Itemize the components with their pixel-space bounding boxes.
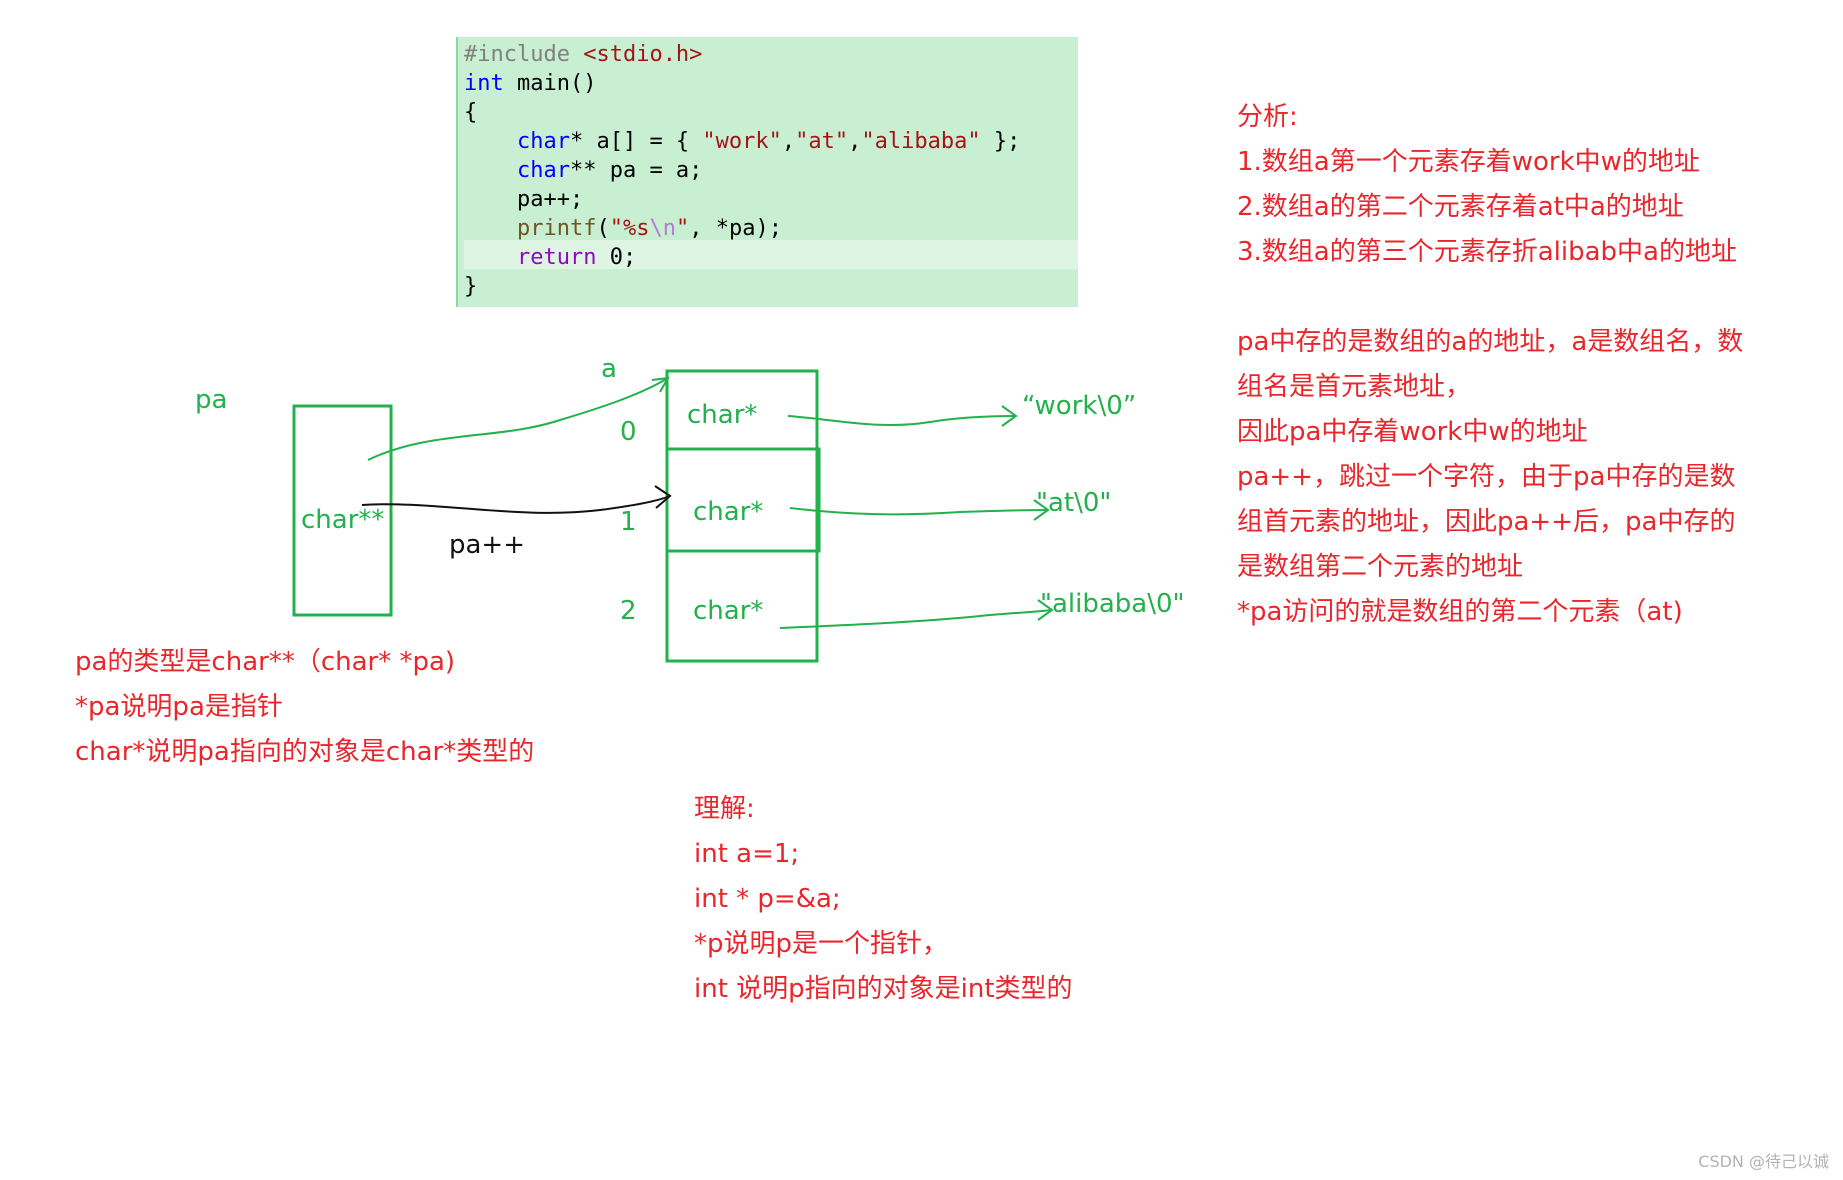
code-text: , [848, 129, 862, 154]
analysis-paragraph-line: 组名是首元素地址， [1237, 372, 1472, 402]
index-2-label: 2 [620, 596, 637, 626]
understanding-line: int a=1; [694, 839, 800, 869]
pa-increment-label: pa++ [449, 530, 526, 560]
code-text: ( [596, 216, 610, 241]
code-text: { [464, 100, 478, 125]
code-line-5: char** pa = a; [464, 156, 702, 185]
pa-label: pa [195, 385, 228, 415]
analysis-paragraph: pa中存的是数组的a的地址，a是数组名，数 组名是首元素地址， 因此pa中存着w… [1237, 320, 1743, 635]
index-0-label: 0 [620, 417, 637, 447]
code-string: "alibaba" [861, 129, 981, 154]
code-keyword: int [464, 71, 504, 96]
left-note-line: pa的类型是char**（char* *pa) [75, 647, 456, 677]
analysis-paragraph-line: pa中存的是数组的a的地址，a是数组名，数 [1237, 327, 1744, 357]
code-function: printf [516, 216, 597, 241]
cell-2-label: char* [693, 596, 764, 626]
arrow-a2-to-alibaba [779, 609, 1053, 629]
code-string: "at" [795, 129, 849, 154]
code-escape: \n [649, 216, 676, 241]
code-line-3: { [464, 98, 477, 127]
code-string: " [675, 216, 690, 241]
arrowhead-a2-to-alibaba [1037, 599, 1054, 621]
code-text: 0; [596, 245, 637, 270]
code-line-4: char* a[] = { "work","at","alibaba" }; [464, 127, 1020, 156]
code-line-2: int main() [464, 69, 596, 98]
array-cell-1-highlight [665, 447, 821, 553]
code-keyword: return [516, 245, 597, 270]
analysis-block: 分析: 1.数组a第一个元素存着work中w的地址 2.数组a的第二个元素存着a… [1237, 95, 1737, 275]
understanding-line: int 说明p指向的对象是int类型的 [694, 974, 1073, 1004]
cell-1-label: char* [693, 497, 764, 527]
analysis-paragraph-line: 因此pa中存着work中w的地址 [1237, 417, 1588, 447]
analysis-paragraph-line: *pa访问的就是数组的第二个元素（at) [1237, 597, 1683, 627]
analysis-paragraph-line: 组首元素的地址，因此pa++后，pa中存的 [1237, 507, 1736, 537]
code-line-7: printf("%s\n", *pa); [464, 214, 782, 243]
pa-box [292, 404, 393, 617]
code-snippet: #include <stdio.h> int main() { char* a[… [456, 37, 1078, 307]
analysis-line: 3.数组a的第三个元素存折alibab中a的地址 [1237, 237, 1737, 267]
index-1-label: 1 [620, 507, 637, 537]
watermark: CSDN @待己以诚 [1698, 1152, 1829, 1171]
understanding-line: int * p=&a; [694, 884, 841, 914]
cell-0-label: char* [687, 400, 758, 430]
code-line-9: } [464, 272, 477, 301]
code-keyword: char [516, 158, 570, 183]
analysis-title: 分析: [1237, 102, 1298, 132]
pa-box-label: char** [301, 505, 385, 535]
analysis-line: 1.数组a第一个元素存着work中w的地址 [1237, 147, 1700, 177]
code-line-6: pa++; [464, 185, 583, 214]
analysis-line: 2.数组a的第二个元素存着at中a的地址 [1237, 192, 1684, 222]
target-at-label: "at\0" [1036, 488, 1112, 518]
code-keyword: char [516, 129, 570, 154]
arrowhead-pa-increment [654, 485, 672, 509]
code-text: , *pa); [689, 216, 782, 241]
code-text: main() [503, 71, 597, 96]
arrow-pa-to-a0 [367, 377, 669, 461]
understanding-block: 理解: int a=1; int * p=&a; *p说明p是一个指针， int… [694, 787, 1073, 1012]
code-text: }; [980, 129, 1021, 154]
arrowhead-a0-to-work [1001, 405, 1018, 427]
code-text: pa++; [516, 187, 584, 212]
code-text: * a[] = { [569, 129, 703, 154]
analysis-paragraph-line: 是数组第二个元素的地址 [1237, 552, 1524, 582]
analysis-paragraph-line: pa++，跳过一个字符，由于pa中存的是数 [1237, 462, 1736, 492]
target-alibaba-label: "alibaba\0" [1040, 589, 1185, 619]
code-include-header: <stdio.h> [583, 42, 703, 67]
arrow-a0-to-work [787, 415, 1017, 426]
array-label: a [601, 354, 617, 384]
arrow-pa-increment [361, 495, 671, 514]
arrowhead-a1-to-at [1033, 499, 1050, 521]
code-text: } [464, 274, 478, 299]
left-note-line: char*说明pa指向的对象是char*类型的 [75, 737, 535, 767]
arrowhead-pa-to-a0 [651, 376, 670, 393]
code-include-directive: #include [464, 42, 570, 67]
code-string: "work" [702, 129, 782, 154]
code-current-line-highlight [464, 240, 1078, 269]
left-note-line: *pa说明pa是指针 [75, 692, 283, 722]
code-text: , [781, 129, 796, 154]
code-line-1: #include <stdio.h> [464, 40, 702, 69]
code-string: "%s [609, 216, 650, 241]
understanding-line: *p说明p是一个指针， [694, 929, 949, 959]
code-gutter [456, 37, 458, 307]
left-notes: pa的类型是char**（char* *pa) *pa说明pa是指针 char*… [75, 640, 534, 775]
code-line-8: return 0; [464, 243, 636, 272]
arrow-a1-to-at [789, 507, 1049, 516]
understanding-title: 理解: [694, 794, 755, 824]
code-text: ** pa = a; [569, 158, 703, 183]
target-work-label: “work\0” [1022, 391, 1137, 421]
